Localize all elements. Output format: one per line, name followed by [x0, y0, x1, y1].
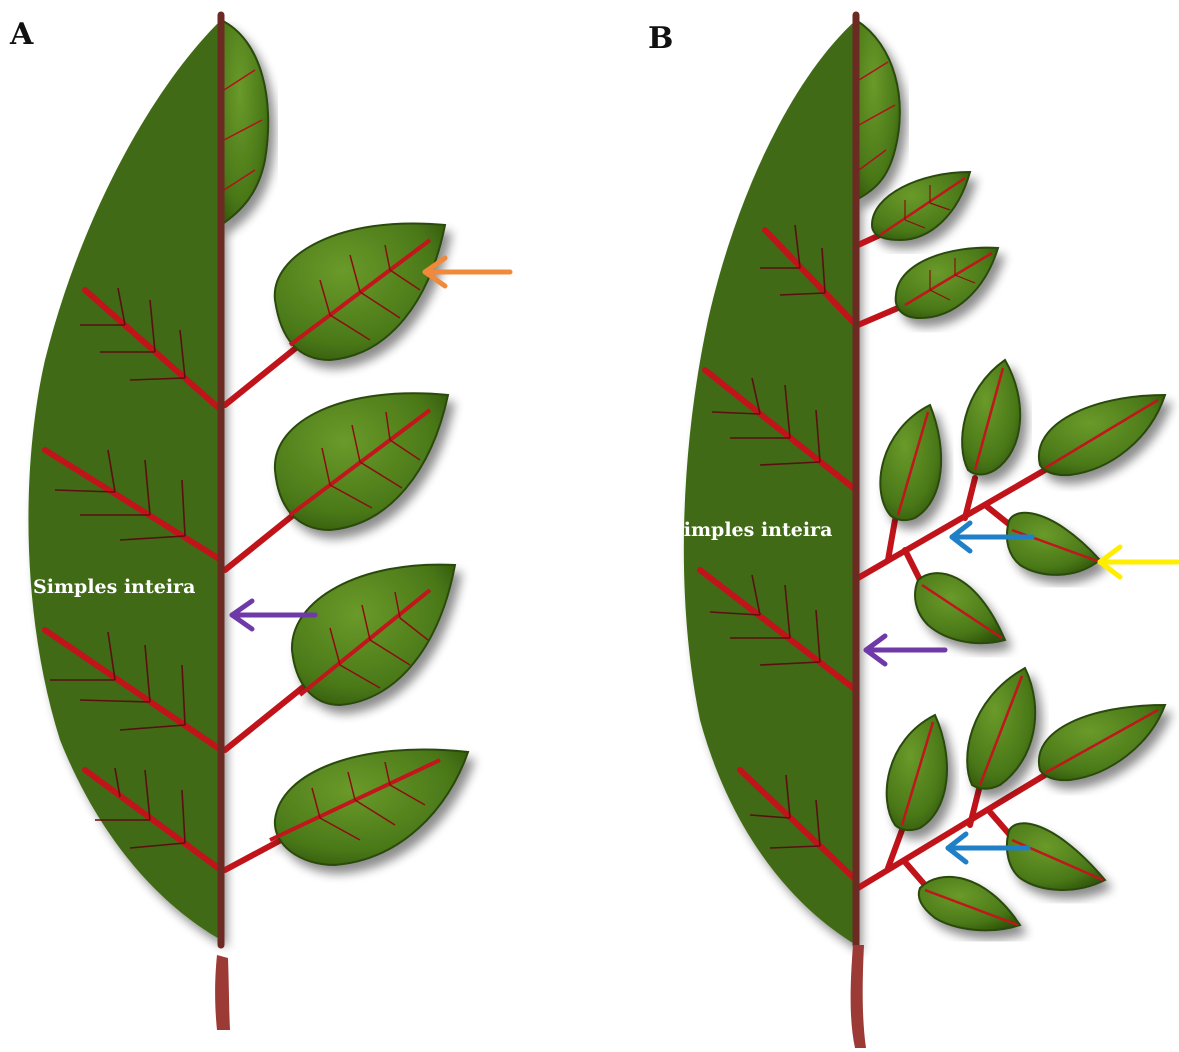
panel-b: B	[648, 15, 1178, 1048]
yellow-arrow	[1100, 547, 1178, 577]
rachis-branches-b-top	[858, 235, 905, 325]
leaflet-b-low-1	[887, 715, 947, 830]
leaflet-a-4	[270, 749, 468, 865]
leaflet-b-mid-1	[880, 405, 941, 520]
leaflet-b-mid-4	[1007, 513, 1100, 575]
simple-leaf-label-b: Simples inteira	[670, 519, 832, 541]
leaflet-b-low-2	[967, 668, 1035, 789]
leaflet-b-mid-3	[1039, 395, 1165, 475]
petiole-b	[851, 945, 866, 1048]
terminal-leaflet-a	[221, 20, 268, 225]
leaflet-a-2	[275, 393, 448, 530]
leaflet-b-low-5	[919, 877, 1020, 930]
petiole-a	[215, 955, 230, 1030]
simple-leaf-label-a: Simples inteira	[33, 576, 195, 598]
terminal-leaflet-b	[856, 20, 900, 200]
leaflet-a-1	[275, 223, 445, 360]
leaflet-b-mid-5	[915, 573, 1005, 643]
orange-arrow	[425, 258, 510, 286]
panel-a: A	[9, 15, 510, 1030]
panel-letter-a: A	[9, 17, 34, 52]
leaflet-b-small-1	[872, 172, 970, 240]
leaflet-b-low-4	[1007, 823, 1105, 890]
leaflet-b-mid-2	[962, 360, 1020, 475]
purple-arrow-b	[866, 636, 945, 664]
leaflet-b-small-2	[896, 248, 998, 318]
leaflet-a-3	[292, 565, 455, 705]
leaflet-b-low-3	[1039, 705, 1165, 780]
panel-letter-b: B	[648, 21, 673, 56]
simple-leaf-blade-b	[684, 20, 856, 945]
